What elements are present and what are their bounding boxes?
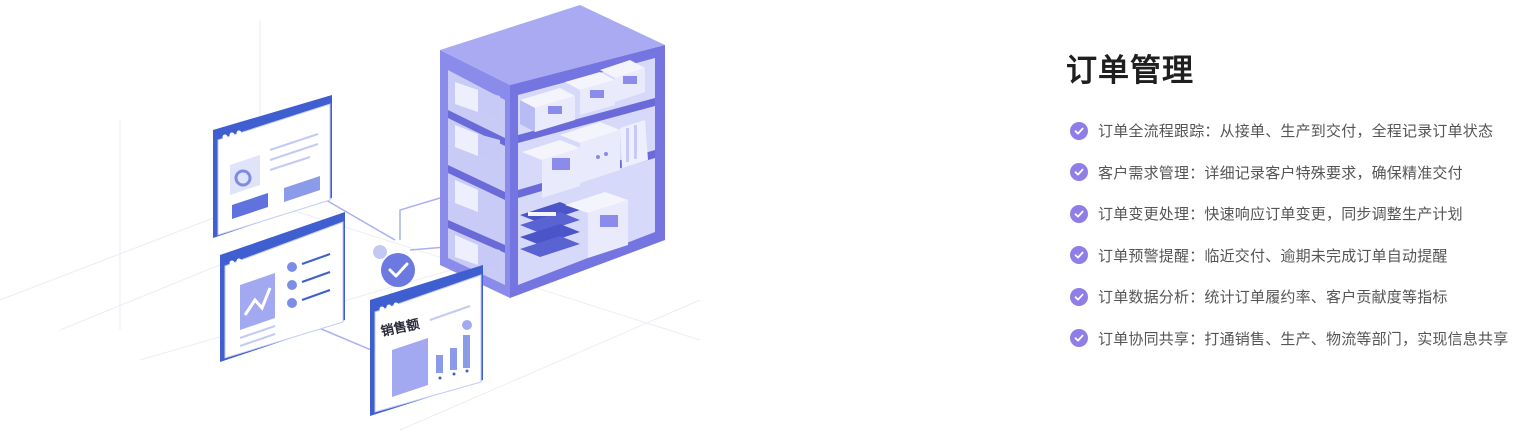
feature-item: 订单变更处理：快速响应订单变更，同步调整生产计划 xyxy=(1066,193,1521,235)
feature-text: 订单变更处理：快速响应订单变更，同步调整生产计划 xyxy=(1098,205,1463,224)
page-title: 订单管理 xyxy=(1066,53,1194,89)
check-circle-icon xyxy=(1070,121,1088,140)
feature-item: 订单预警提醒：临近交付、逾期未完成订单自动提醒 xyxy=(1066,235,1521,277)
feature-text: 订单预警提醒：临近交付、逾期未完成订单自动提醒 xyxy=(1098,246,1448,265)
feature-item: 订单协同共享：打通销售、生产、物流等部门，实现信息共享 xyxy=(1066,318,1521,360)
feature-list: 订单全流程跟踪：从接单、生产到交付，全程记录订单状态 客户需求管理：详细记录客户… xyxy=(1066,110,1521,359)
feature-text: 订单协同共享：打通销售、生产、物流等部门，实现信息共享 xyxy=(1098,329,1509,348)
check-circle-icon xyxy=(1070,204,1088,223)
check-circle-icon xyxy=(1070,163,1088,182)
check-badge-graphic xyxy=(373,245,415,287)
sales-window-graphic: 销售额 xyxy=(370,265,483,416)
browser-window-graphic xyxy=(213,95,332,238)
feature-item: 客户需求管理：详细记录客户特殊要求，确保精准交付 xyxy=(1066,152,1521,194)
order-management-illustration: 销售额 xyxy=(0,0,760,444)
check-circle-icon xyxy=(1070,287,1088,306)
feature-item: 订单数据分析：统计订单履约率、客户贡献度等指标 xyxy=(1066,276,1521,318)
feature-text: 客户需求管理：详细记录客户特殊要求，确保精准交付 xyxy=(1098,163,1463,182)
check-circle-icon xyxy=(1070,246,1088,265)
bookshelf-graphic xyxy=(440,5,665,298)
check-circle-icon xyxy=(1070,329,1088,348)
feature-text: 订单全流程跟踪：从接单、生产到交付，全程记录订单状态 xyxy=(1098,122,1494,141)
feature-item: 订单全流程跟踪：从接单、生产到交付，全程记录订单状态 xyxy=(1066,110,1521,152)
chart-window-graphic xyxy=(220,212,345,362)
sales-label: 销售额 xyxy=(380,316,421,340)
feature-text: 订单数据分析：统计订单履约率、客户贡献度等指标 xyxy=(1098,288,1448,307)
order-management-panel: 订单管理 订单全流程跟踪：从接单、生产到交付，全程记录订单状态 客户需求管理：详… xyxy=(1066,52,1521,359)
